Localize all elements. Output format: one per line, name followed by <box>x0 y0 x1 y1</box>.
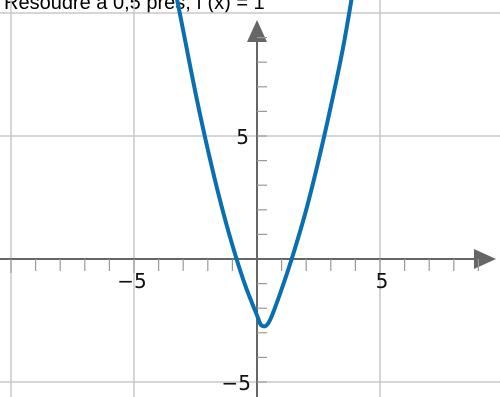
axes <box>0 20 496 397</box>
x-axis-arrow <box>474 249 496 269</box>
x-tick-label: −5 <box>117 269 146 293</box>
y-tick-label: 5 <box>236 125 249 149</box>
y-axis-arrow <box>247 20 267 42</box>
y-tick-label: −5 <box>222 371 251 395</box>
ticks <box>10 36 479 383</box>
x-tick-label: 5 <box>376 269 389 293</box>
function-curve <box>175 0 354 329</box>
tick-labels: −5 5 5 −5 <box>117 125 388 395</box>
